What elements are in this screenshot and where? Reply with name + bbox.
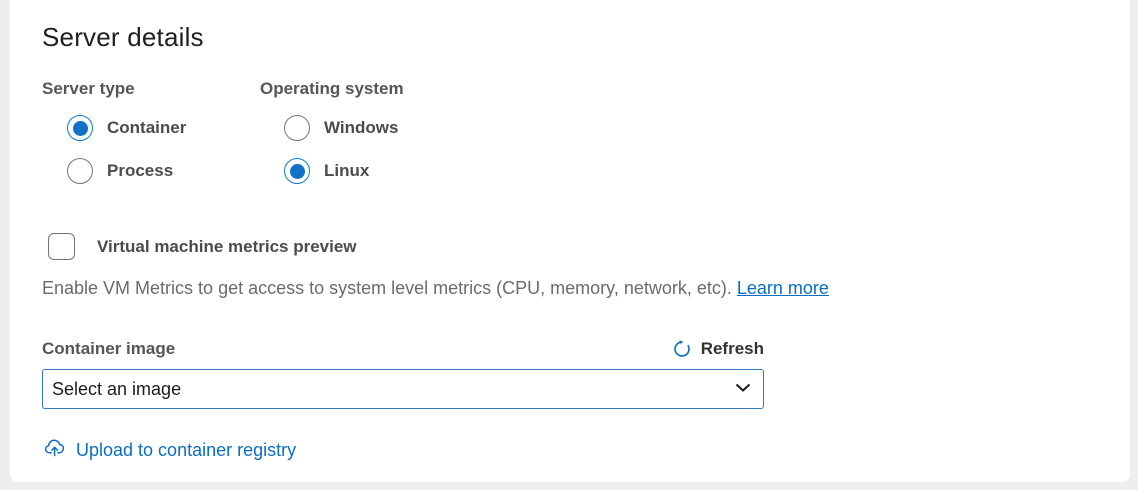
- operating-system-group: Operating system Windows Linux: [260, 79, 580, 201]
- radio-option-process[interactable]: Process: [67, 158, 260, 184]
- page-title: Server details: [42, 22, 204, 52]
- learn-more-link[interactable]: Learn more: [736, 278, 829, 298]
- radio-groups-row: Server type Container Process Operating …: [42, 79, 1130, 201]
- radio-option-windows[interactable]: Windows: [284, 115, 580, 141]
- upload-link-label: Upload to container registry: [76, 439, 297, 460]
- server-details-panel: Server details Server type Container Pro…: [10, 0, 1130, 482]
- cloud-upload-icon: [44, 438, 67, 462]
- vm-metrics-description-text: Enable VM Metrics to get access to syste…: [42, 278, 737, 298]
- container-image-label: Container image: [42, 339, 176, 358]
- radio-option-container[interactable]: Container: [67, 115, 260, 141]
- container-image-select[interactable]: Select an image: [42, 369, 764, 409]
- vm-metrics-checkbox-label: Virtual machine metrics preview: [97, 236, 357, 256]
- server-type-label: Server type: [42, 79, 135, 98]
- radio-button-icon[interactable]: [284, 115, 310, 141]
- refresh-icon: [672, 339, 692, 359]
- upload-to-registry-link[interactable]: Upload to container registry: [44, 438, 1130, 462]
- vm-metrics-description: Enable VM Metrics to get access to syste…: [42, 278, 1130, 299]
- select-value: Select an image: [52, 378, 182, 399]
- operating-system-label: Operating system: [260, 79, 404, 98]
- refresh-button[interactable]: Refresh: [672, 339, 764, 359]
- radio-button-icon[interactable]: [67, 158, 93, 184]
- radio-option-label: Process: [107, 161, 174, 180]
- radio-option-linux[interactable]: Linux: [284, 158, 580, 184]
- radio-button-icon[interactable]: [67, 115, 93, 141]
- radio-button-icon[interactable]: [284, 158, 310, 184]
- radio-option-label: Windows: [324, 118, 399, 137]
- container-image-header: Container image Refresh: [42, 339, 764, 359]
- chevron-down-icon: [735, 380, 751, 398]
- refresh-button-label: Refresh: [700, 339, 764, 358]
- server-type-group: Server type Container Process: [42, 79, 260, 201]
- radio-option-label: Linux: [324, 161, 370, 180]
- checkbox-icon[interactable]: [48, 233, 75, 260]
- radio-option-label: Container: [107, 118, 187, 137]
- vm-metrics-checkbox-row[interactable]: Virtual machine metrics preview: [48, 233, 1130, 260]
